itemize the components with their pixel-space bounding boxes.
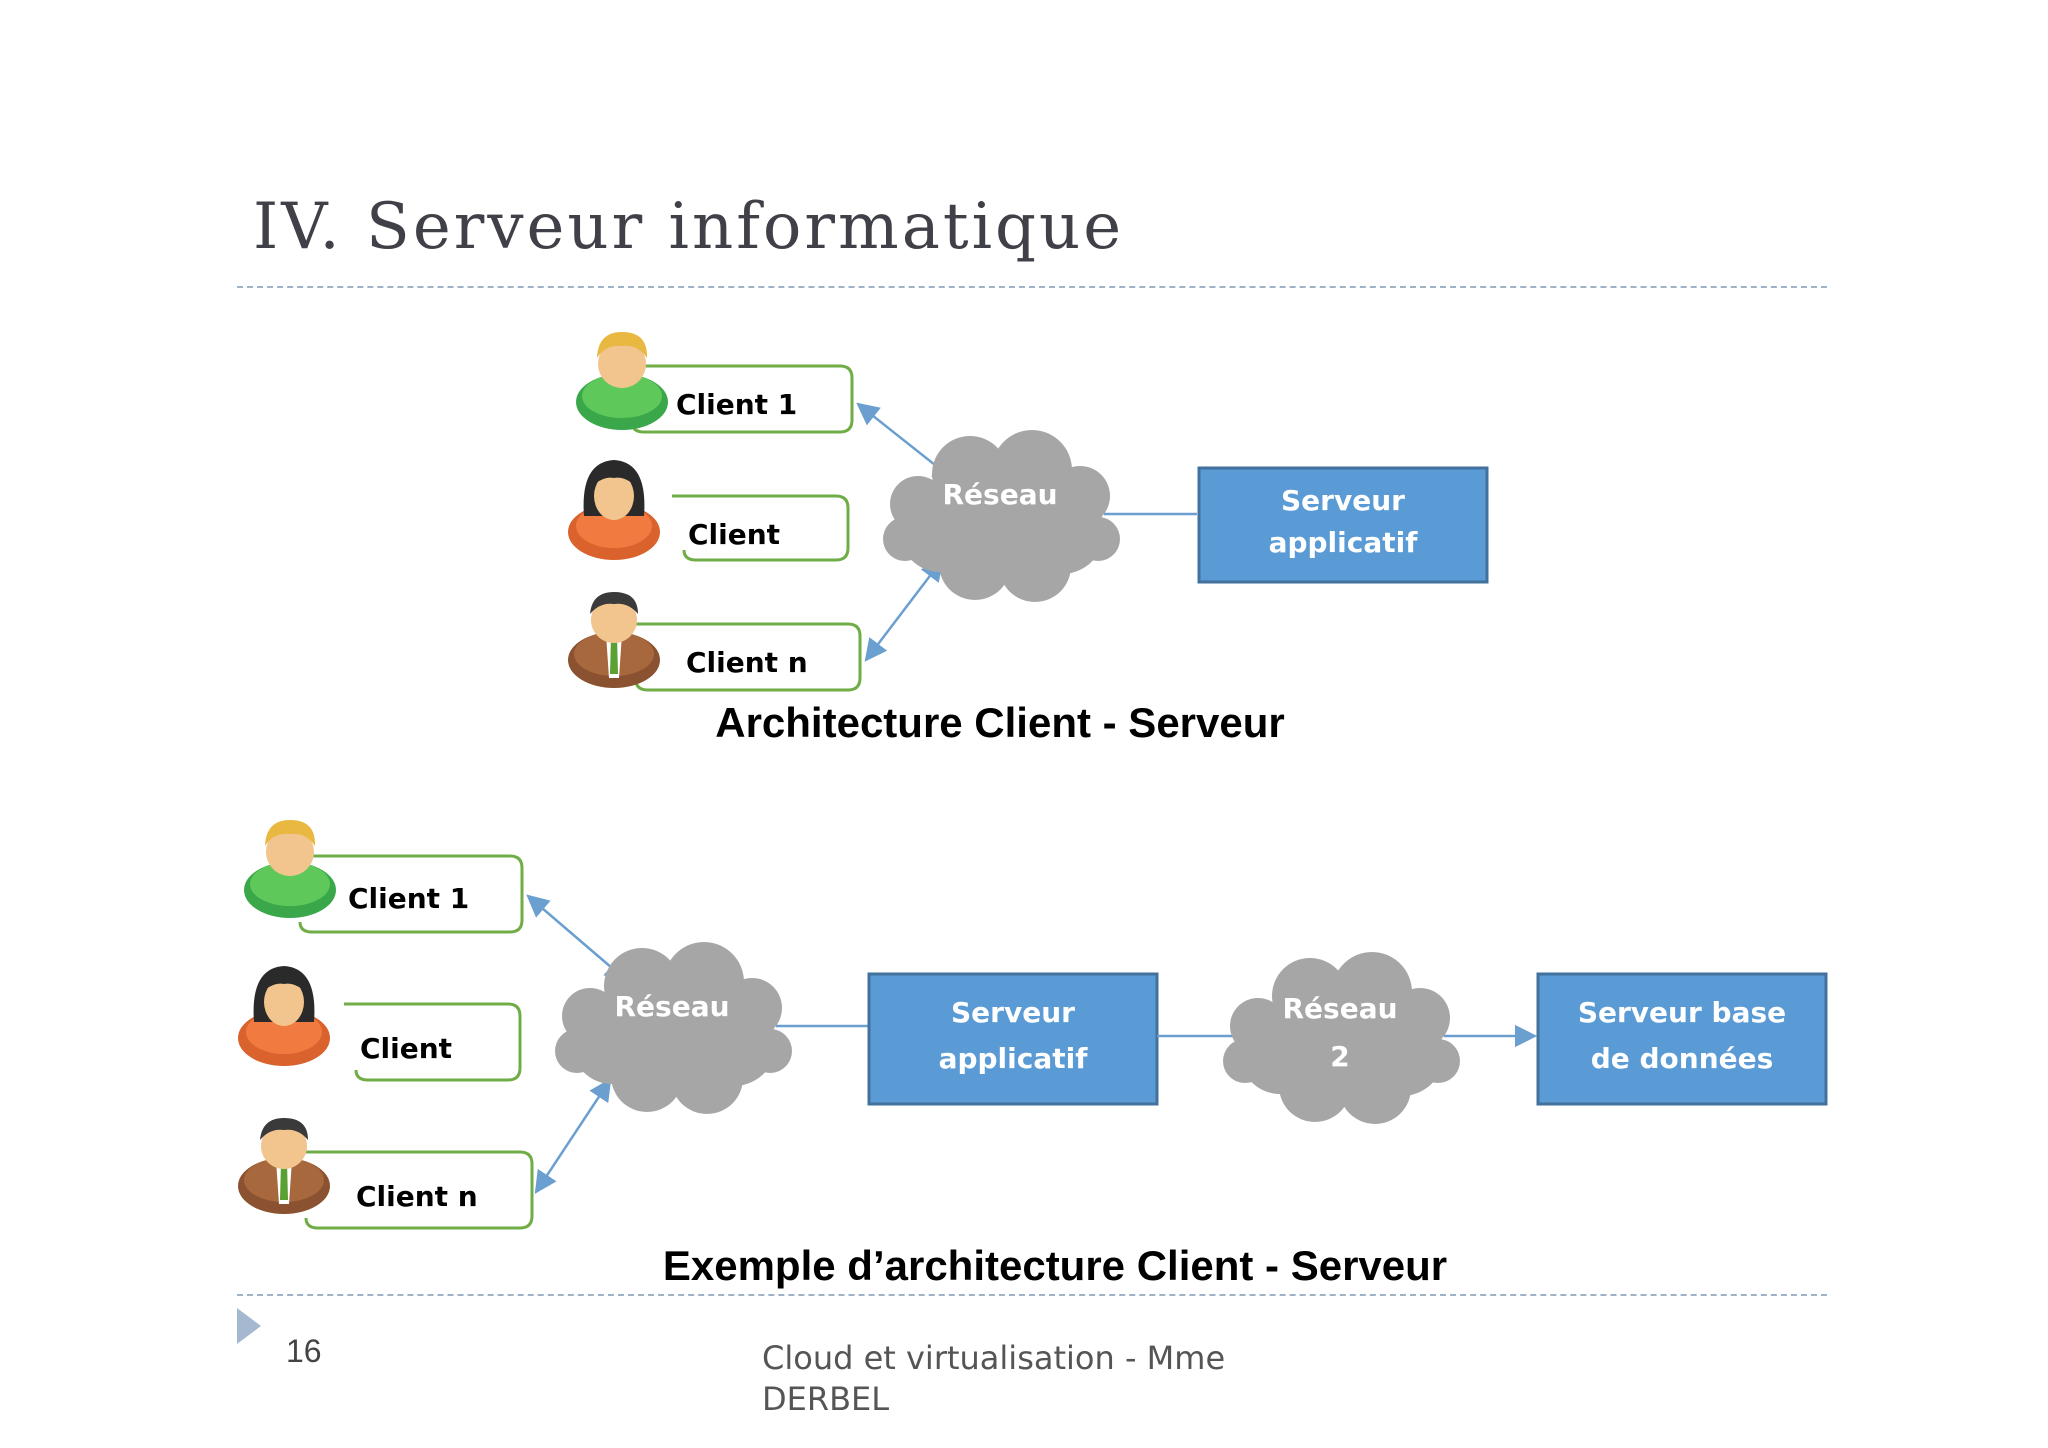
d1-server-label-1: Serveur <box>1281 484 1405 517</box>
d2-link-client1 <box>526 894 628 982</box>
d1-network-label: Réseau <box>942 478 1057 511</box>
d1-client-box-3 <box>624 622 862 692</box>
d2-link-clientn <box>534 1078 612 1194</box>
slide-title: IV. Serveur informatique <box>253 190 1125 264</box>
d1-network-cloud: Réseau <box>883 430 1120 602</box>
d1-server-box: Serveur applicatif <box>1197 466 1489 584</box>
footer-text: Cloud et virtualisation - Mme DERBEL <box>762 1339 1226 1418</box>
user-businessman-icon <box>568 592 660 688</box>
d1-client-2: Client <box>568 460 850 562</box>
user-female-icon <box>568 460 660 560</box>
d2-client-2: Client <box>238 966 522 1082</box>
d2-db-server-box: Serveur base de données <box>1536 972 1828 1106</box>
d2-client-1: Client 1 <box>244 820 524 934</box>
d1-client-box-2 <box>672 494 850 562</box>
d2-client-box-3 <box>294 1150 534 1230</box>
d1-link-clientn <box>864 558 944 662</box>
user-male-green-icon <box>244 820 336 918</box>
d2-client-label-1: Client 1 <box>348 882 469 915</box>
triangle-bullet-icon <box>237 1308 261 1344</box>
user-female-icon <box>238 966 330 1066</box>
d2-caption: Exemple d’architecture Client - Serveur <box>663 1242 1447 1289</box>
d2-client-label-2: Client <box>360 1032 452 1065</box>
d1-client-1: Client 1 <box>576 332 854 434</box>
d2-db-server-label-2: de données <box>1591 1042 1774 1075</box>
d2-network-cloud: Réseau <box>555 942 792 1114</box>
d2-client-box-1 <box>288 854 524 934</box>
d1-server-label-2: applicatif <box>1269 526 1419 559</box>
d2-app-server-label-1: Serveur <box>951 996 1075 1029</box>
d2-network2-label-2: 2 <box>1330 1040 1349 1073</box>
d1-client-3: Client n <box>568 592 862 692</box>
d1-client-label-3: Client n <box>686 646 808 679</box>
user-businessman-icon <box>238 1118 330 1214</box>
d2-app-server-label-2: applicatif <box>939 1042 1089 1075</box>
d1-client-box-1 <box>620 364 854 434</box>
d2-client-label-3: Client n <box>356 1180 478 1213</box>
title-divider <box>237 286 1827 288</box>
d2-app-server-box: Serveur applicatif <box>867 972 1159 1106</box>
d2-client-box-2 <box>344 1002 522 1082</box>
d1-caption: Architecture Client - Serveur <box>715 699 1285 746</box>
user-male-green-icon <box>576 332 668 430</box>
d2-client-3: Client n <box>238 1118 534 1230</box>
d1-client-label-1: Client 1 <box>676 388 797 421</box>
d2-db-server-label-1: Serveur base <box>1578 996 1786 1029</box>
d2-network-label: Réseau <box>614 990 729 1023</box>
footer-divider <box>237 1294 1827 1296</box>
d2-network2-label-1: Réseau <box>1282 992 1397 1025</box>
page-number: 16 <box>286 1333 322 1369</box>
d2-network2-cloud: Réseau 2 <box>1223 952 1460 1124</box>
d1-client-label-2: Client <box>688 518 780 551</box>
